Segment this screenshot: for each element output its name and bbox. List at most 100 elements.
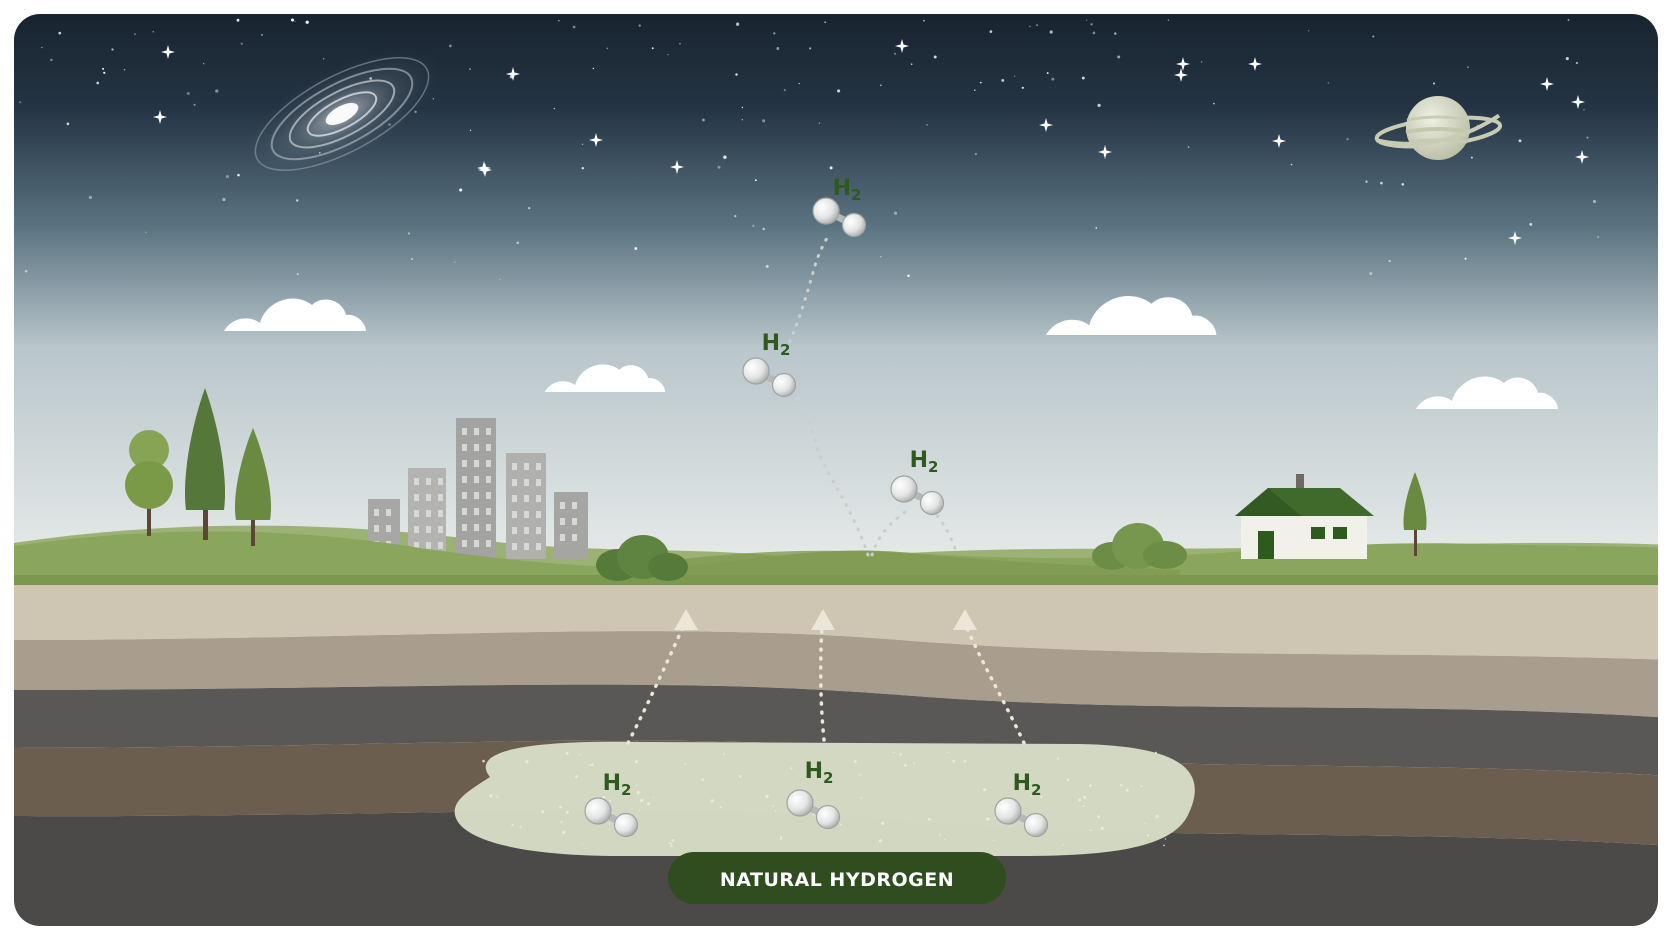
star-icon bbox=[723, 155, 727, 159]
reservoir-speckle bbox=[976, 815, 979, 817]
star-icon bbox=[1095, 227, 1098, 229]
building-window bbox=[486, 492, 491, 499]
building-window bbox=[536, 463, 541, 470]
star-icon bbox=[762, 227, 765, 231]
h2-subscript: 2 bbox=[928, 458, 938, 476]
reservoir-speckle bbox=[565, 751, 569, 755]
building-window bbox=[536, 479, 541, 486]
star-icon bbox=[88, 195, 93, 200]
reservoir-speckle bbox=[963, 759, 967, 763]
reservoir-speckle bbox=[519, 825, 522, 828]
reservoir-label: NATURAL HYDROGEN bbox=[720, 869, 954, 891]
sparkle-star-icon bbox=[506, 67, 520, 81]
tree-icon bbox=[184, 388, 226, 540]
star-icon bbox=[798, 82, 800, 85]
building-window bbox=[560, 518, 565, 525]
reservoir-speckle bbox=[983, 788, 987, 792]
reservoir-speckle bbox=[739, 775, 742, 778]
star-icon bbox=[754, 179, 757, 182]
bush-icon bbox=[1092, 523, 1187, 570]
reservoir-speckle bbox=[701, 778, 704, 781]
reservoir-speckle bbox=[1057, 757, 1060, 760]
building-window bbox=[414, 542, 419, 549]
building-window bbox=[426, 478, 431, 485]
star-icon bbox=[762, 119, 766, 123]
star-icon bbox=[773, 32, 776, 35]
reservoir-speckle bbox=[1062, 843, 1064, 846]
reservoir-speckle bbox=[774, 810, 777, 812]
building-window bbox=[386, 525, 391, 532]
building-window bbox=[462, 444, 467, 451]
star-icon bbox=[1213, 102, 1215, 105]
hydrogen-molecule-sky-2: H2 bbox=[743, 331, 796, 397]
star-icon bbox=[134, 33, 136, 35]
sparkle-star-icon bbox=[1174, 68, 1188, 82]
star-icon bbox=[735, 22, 740, 26]
building-window bbox=[524, 527, 529, 534]
star-icon bbox=[638, 24, 641, 27]
star-icon bbox=[41, 46, 43, 49]
star-icon bbox=[1565, 57, 1569, 61]
reservoir-speckle bbox=[562, 830, 566, 834]
reservoir-speckle bbox=[903, 763, 907, 767]
reservoir-speckle bbox=[1146, 834, 1149, 837]
building-window bbox=[486, 540, 491, 547]
reservoir-speckle bbox=[635, 784, 638, 787]
reservoir-speckle bbox=[566, 811, 569, 814]
star-icon bbox=[880, 84, 882, 87]
reservoir-speckle bbox=[860, 797, 863, 800]
star-icon bbox=[907, 274, 910, 278]
h2-label: H bbox=[833, 176, 851, 201]
svg-text:H2: H2 bbox=[603, 771, 632, 799]
star-icon bbox=[186, 91, 190, 95]
star-icon bbox=[1597, 236, 1599, 238]
star-icon bbox=[1401, 183, 1405, 186]
building-window bbox=[572, 518, 577, 525]
bush-icon bbox=[596, 535, 688, 581]
reservoir-speckle bbox=[859, 773, 862, 776]
reservoir-label-badge: NATURAL HYDROGEN bbox=[668, 852, 1006, 904]
building-window bbox=[486, 444, 491, 451]
reservoir-speckle bbox=[1125, 788, 1129, 792]
star-icon bbox=[735, 73, 738, 76]
star-icon bbox=[1081, 76, 1085, 80]
building-window bbox=[512, 479, 517, 486]
star-icon bbox=[783, 89, 786, 92]
star-icon bbox=[933, 55, 937, 59]
galaxy-icon bbox=[240, 47, 444, 181]
building-window bbox=[572, 502, 577, 509]
star-icon bbox=[667, 54, 669, 56]
building-window bbox=[438, 542, 443, 549]
h2-subscript: 2 bbox=[823, 769, 833, 787]
reservoir-speckle bbox=[1078, 798, 1081, 802]
svg-text:H2: H2 bbox=[910, 448, 939, 476]
star-icon bbox=[1372, 35, 1375, 38]
upward-dotted-path bbox=[964, 623, 1026, 745]
reservoir-speckle bbox=[652, 797, 655, 799]
reservoir-speckle bbox=[881, 821, 885, 826]
reservoir-speckle bbox=[765, 794, 769, 799]
reservoir-speckle bbox=[858, 774, 860, 777]
reservoir-speckle bbox=[684, 762, 686, 765]
star-icon bbox=[1567, 19, 1570, 21]
reservoir-speckle bbox=[634, 760, 639, 764]
star-icon bbox=[102, 67, 105, 70]
star-icon bbox=[145, 231, 147, 233]
star-icon bbox=[215, 89, 219, 93]
star-icon bbox=[1187, 146, 1190, 148]
building-window bbox=[486, 428, 491, 435]
star-icon bbox=[432, 98, 434, 100]
sparkle-star-icon bbox=[1571, 95, 1585, 109]
star-icon bbox=[1114, 32, 1117, 35]
reservoir-speckle bbox=[722, 752, 725, 755]
sparkle-star-icon bbox=[1098, 145, 1112, 159]
star-icon bbox=[837, 89, 841, 93]
sparkle-star-icon bbox=[1540, 77, 1554, 91]
star-icon bbox=[572, 25, 576, 29]
sparkle-star-icon bbox=[161, 45, 175, 59]
star-icon bbox=[448, 44, 452, 48]
arrow-up-icon bbox=[674, 609, 698, 630]
h2-label: H bbox=[910, 448, 928, 473]
h2-subscript: 2 bbox=[621, 781, 631, 799]
star-icon bbox=[1464, 257, 1467, 260]
